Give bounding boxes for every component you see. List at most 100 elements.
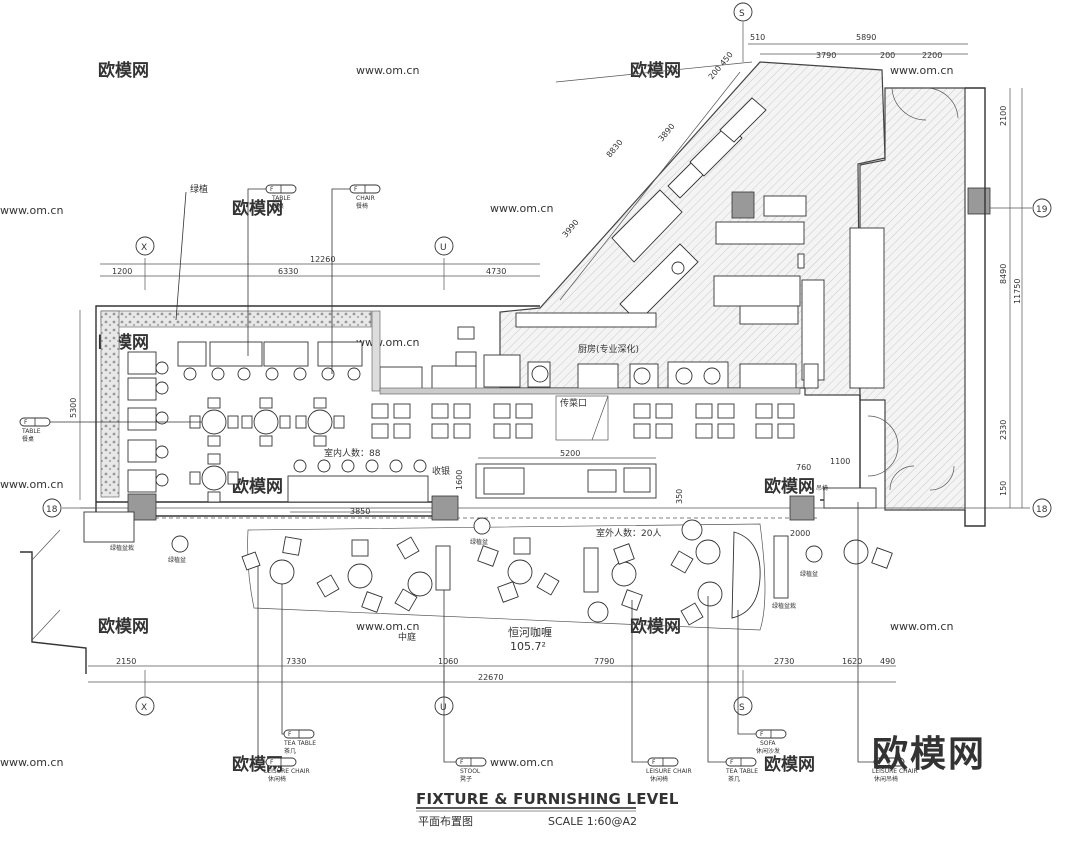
watermark-site: www.om.cn (0, 478, 63, 491)
dim-2330: 2330 (999, 420, 1008, 440)
axis-marker-s-top: S (733, 2, 753, 22)
tag-table-left: F TABLE 餐桌 (19, 417, 202, 443)
svg-text:U: U (440, 243, 447, 253)
svg-text:X: X (141, 703, 147, 713)
shop-name-label: 恒河咖喱 (508, 625, 552, 639)
bench (583, 547, 599, 593)
svg-text:F: F (270, 759, 274, 766)
dim-2730: 2730 (774, 657, 794, 666)
watermark-site: www.om.cn (490, 756, 553, 769)
svg-text:19: 19 (1036, 205, 1048, 215)
planter-box (773, 535, 789, 599)
outdoor-seats-label: 室外人数：20人 (596, 527, 661, 539)
hanging-chair-label: 吊椅 (816, 484, 828, 492)
watermark-brand: 欧模网 (764, 754, 815, 775)
svg-text:F: F (652, 759, 656, 766)
kitchen-equipment (379, 97, 885, 391)
svg-text:F: F (460, 759, 464, 766)
plant-label: 绿植盆栽 (110, 544, 134, 552)
kitchen-area: 厨房(专业深化) (379, 61, 966, 511)
door-swings (867, 415, 955, 491)
dimension-lines (79, 43, 1023, 683)
svg-text:茶几: 茶几 (284, 747, 296, 755)
potted-plant (473, 517, 491, 535)
svg-text:休闲椅: 休闲椅 (268, 775, 286, 783)
svg-text:STOOL: STOOL (460, 768, 481, 775)
watermark-brand: 欧模网 (630, 616, 681, 637)
booth-seating-left (127, 351, 169, 493)
bench (435, 545, 451, 591)
tag-tea-table-2: F TEA TABLE 茶几 (707, 596, 758, 783)
watermark-brand: 欧模网 (764, 476, 815, 497)
watermark-site: www.om.cn (0, 204, 63, 217)
dim-6330: 6330 (278, 267, 298, 276)
courtyard-label: 中庭 (398, 631, 416, 643)
dim-2100: 2100 (999, 106, 1008, 126)
axis-marker-18-left: 18 (42, 498, 62, 518)
watermark-brand: 欧模网 (232, 476, 283, 497)
dim-8490: 8490 (999, 264, 1008, 284)
column (789, 495, 815, 521)
watermark-site: www.om.cn (356, 336, 419, 349)
svg-text:F: F (878, 759, 882, 766)
tag-leisure-chair-1: F LEISURE CHAIR 休闲椅 (257, 566, 310, 783)
svg-text:F: F (760, 731, 764, 738)
dim-2200: 2200 (922, 51, 942, 60)
svg-text:F: F (730, 759, 734, 766)
dim-8830: 8830 (605, 138, 625, 159)
svg-text:U: U (440, 703, 447, 713)
watermark-brand: 欧模网 (98, 616, 149, 637)
potted-plant (587, 601, 609, 623)
indoor-seats-label: 室内人数：88 (324, 447, 381, 459)
axis-marker-x-bottom: X (135, 696, 155, 716)
svg-text:X: X (141, 243, 147, 253)
axis-marker-u-top: U (434, 236, 454, 256)
dim-490: 490 (880, 657, 895, 666)
dim-7330: 7330 (286, 657, 306, 666)
watermark-site: www.om.cn (356, 64, 419, 77)
svg-text:休闲吊椅: 休闲吊椅 (874, 775, 898, 783)
svg-text:餐椅: 餐椅 (356, 202, 368, 210)
svg-text:LEISURE CHAIR: LEISURE CHAIR (646, 768, 692, 775)
svg-text:茶几: 茶几 (728, 775, 740, 783)
door-swings-top (891, 87, 959, 121)
potted-plant (805, 545, 823, 563)
dim-5300: 5300 (69, 398, 78, 418)
watermark-site: www.om.cn (0, 756, 63, 769)
svg-text:TABLE: TABLE (21, 428, 41, 435)
plant-label: 绿植盆 (470, 538, 488, 546)
dim-2150: 2150 (116, 657, 136, 666)
potted-plant (171, 535, 189, 553)
planter-strip-top (100, 310, 372, 328)
svg-text:SOFA: SOFA (760, 740, 776, 747)
drawing-scale: SCALE 1:60@A2 (548, 815, 637, 828)
dim-7790: 7790 (594, 657, 614, 666)
axis-marker-s-bottom: S (733, 696, 753, 716)
svg-text:F: F (354, 186, 358, 193)
dim-3850: 3850 (350, 507, 370, 516)
svg-text:休闲椅: 休闲椅 (650, 775, 668, 783)
dim-1060: 1060 (438, 657, 458, 666)
pass-window-label: 传菜口 (560, 397, 587, 409)
axis-marker-x-top: X (135, 236, 155, 256)
tag-sofa: F SOFA 休闲沙发 (737, 610, 787, 755)
dim-5890: 5890 (856, 33, 876, 42)
plant-label: 绿植盆栽 (772, 602, 796, 610)
dim-3990: 3990 (561, 218, 581, 239)
dim-11750: 11750 (1013, 279, 1022, 304)
brand-logo: 欧模网 (872, 734, 986, 775)
outdoor-seating-area (171, 517, 893, 631)
watermark-brand: 欧模网 (630, 60, 681, 81)
dim-3790: 3790 (816, 51, 836, 60)
furniture-tags: F TABLE 餐桌 F CHAIR 餐椅 F TABLE 餐桌 F (19, 184, 918, 783)
bar-counter-label: 收银 (432, 465, 450, 477)
dim-1200: 1200 (112, 267, 132, 276)
plant-label: 绿植盆 (800, 570, 818, 578)
tag-tea-table-1: F TEA TABLE 茶几 (281, 584, 316, 755)
hanging-chair-frame (823, 487, 877, 509)
title-block: FIXTURE & FURNISHING LEVEL 平面布置图 SCALE 1… (416, 790, 679, 828)
entrance-door-leaves (31, 529, 61, 641)
svg-text:S: S (739, 703, 745, 713)
round-chair (681, 519, 703, 541)
curved-sofa (731, 531, 761, 619)
